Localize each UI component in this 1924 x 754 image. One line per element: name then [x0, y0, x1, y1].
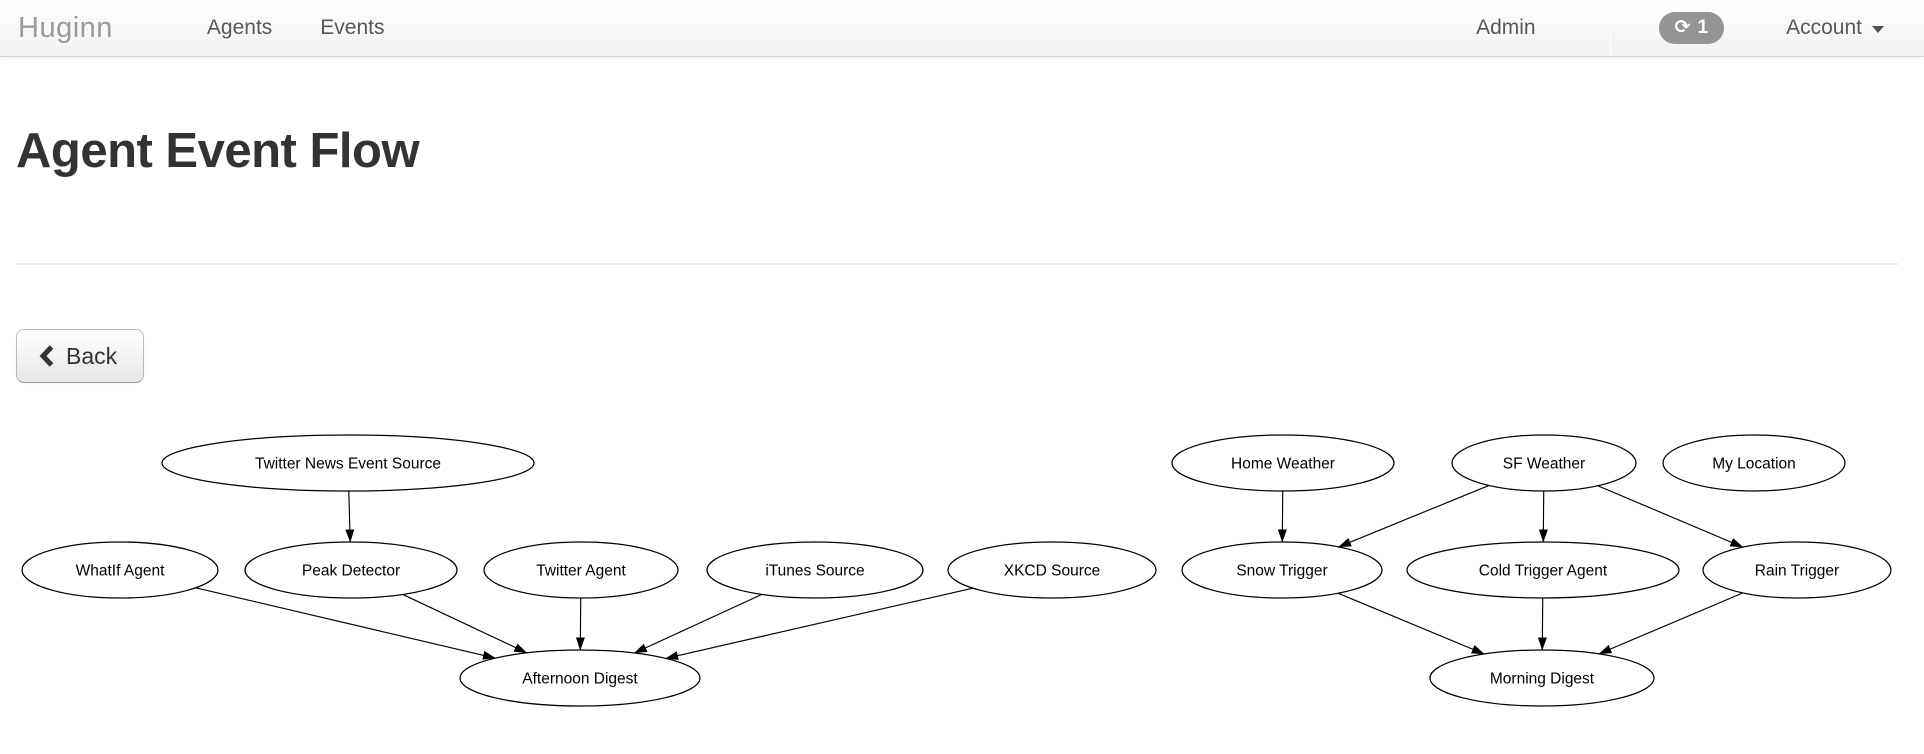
graph-node-snow-trigger: Snow Trigger	[1181, 541, 1383, 599]
graph-node-label: My Location	[1712, 456, 1796, 473]
back-button[interactable]: Back	[16, 329, 145, 383]
graph-node-label: WhatIf Agent	[76, 563, 165, 580]
graph-node-label: Morning Digest	[1490, 671, 1595, 688]
graph-node-morning-digest: Morning Digest	[1429, 649, 1655, 707]
graph-node-my-location: My Location	[1662, 434, 1846, 492]
graph-node-cold-trigger-agent: Cold Trigger Agent	[1406, 541, 1680, 599]
refresh-icon: ⟳	[1674, 15, 1691, 38]
page-title: Agent Event Flow	[16, 124, 420, 178]
back-button-label: Back	[66, 342, 118, 369]
graph-node-label: Home Weather	[1231, 456, 1335, 473]
graph-edge-peak-detector-to-afternoon-digest	[402, 593, 528, 654]
graph-edge-sf-weather-to-snow-trigger	[1338, 484, 1490, 548]
graph-node-rain-trigger: Rain Trigger	[1702, 541, 1892, 599]
graph-node-label: Rain Trigger	[1755, 563, 1839, 580]
graph-edge-xkcd-source-to-afternoon-digest	[665, 587, 973, 660]
account-menu[interactable]: Account	[1786, 16, 1884, 40]
chevron-left-icon	[39, 345, 54, 367]
job-count: 1	[1697, 17, 1709, 38]
navbar-divider	[1609, 0, 1611, 56]
graph-node-label: Afternoon Digest	[522, 671, 638, 688]
graph-node-label: Twitter Agent	[536, 563, 626, 580]
graph-node-home-weather: Home Weather	[1171, 434, 1395, 492]
job-queue-badge[interactable]: ⟳ 1	[1658, 12, 1725, 44]
graph-node-sf-weather: SF Weather	[1451, 434, 1637, 492]
divider-rule	[16, 263, 1898, 265]
main-content: Agent Event Flow Back	[0, 123, 1924, 383]
graph-node-twitter-news-event-source: Twitter News Event Source	[161, 434, 535, 492]
graph-node-label: Snow Trigger	[1236, 563, 1327, 580]
graph-node-afternoon-digest: Afternoon Digest	[459, 649, 701, 707]
brand-logo[interactable]: Huginn	[18, 11, 113, 44]
graph-node-whatif-agent: WhatIf Agent	[21, 541, 219, 599]
graph-node-label: SF Weather	[1503, 456, 1585, 473]
nav-item-admin[interactable]: Admin	[1476, 16, 1536, 39]
graph-node-label: Peak Detector	[302, 563, 400, 580]
nav-item-agents[interactable]: Agents	[206, 16, 273, 39]
graph-node-label: XKCD Source	[1004, 563, 1100, 580]
graph-edge-snow-trigger-to-morning-digest	[1337, 592, 1485, 655]
graph-edge-sf-weather-to-rain-trigger	[1597, 485, 1744, 548]
graph-edge-itunes-source-to-afternoon-digest	[633, 593, 763, 654]
navbar-right: Admin ⟳ 1 Account	[1452, 0, 1884, 56]
graph-node-peak-detector: Peak Detector	[244, 541, 458, 599]
graph-edge-twitter-news-event-source-to-peak-detector	[345, 490, 355, 543]
graph-edge-whatif-agent-to-afternoon-digest	[195, 587, 496, 660]
graph-node-xkcd-source: XKCD Source	[947, 541, 1157, 599]
graph-node-label: iTunes Source	[765, 563, 864, 580]
graph-node-label: Twitter News Event Source	[255, 456, 441, 473]
graph-edge-rain-trigger-to-morning-digest	[1598, 592, 1744, 655]
graph-node-twitter-agent: Twitter Agent	[483, 541, 679, 599]
nav-item-events[interactable]: Events	[320, 16, 385, 39]
navbar: Huginn Agents Events Admin ⟳ 1 Account	[0, 0, 1924, 57]
caret-down-icon	[1872, 26, 1884, 33]
graph-node-itunes-source: iTunes Source	[706, 541, 924, 599]
account-label: Account	[1786, 16, 1862, 39]
graph-node-label: Cold Trigger Agent	[1479, 563, 1608, 580]
